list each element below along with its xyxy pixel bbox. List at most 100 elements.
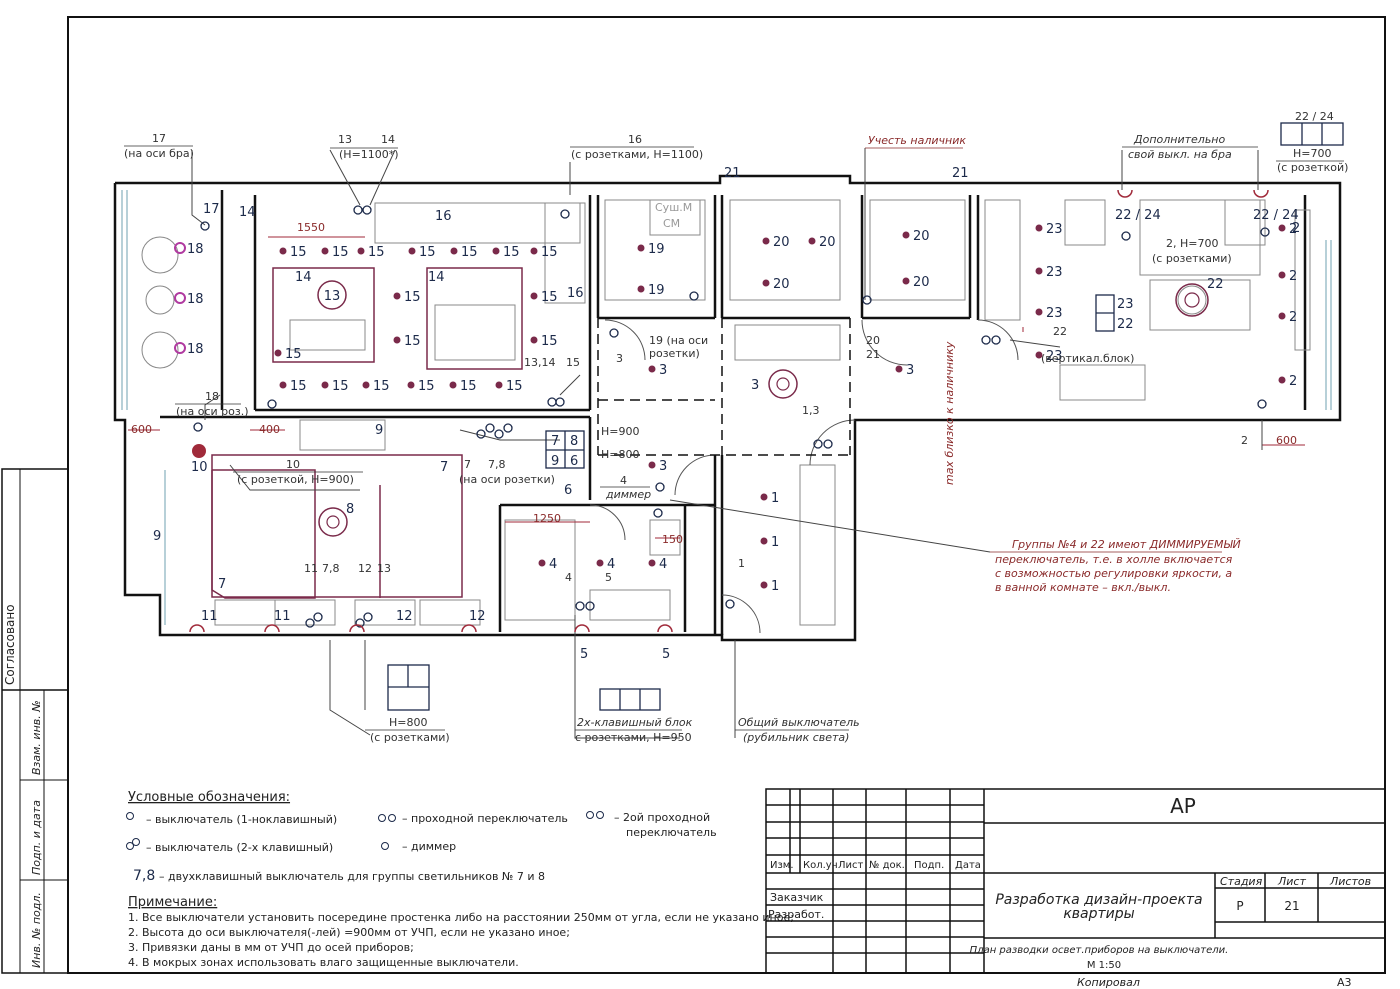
svg-text:7,8: 7,8	[488, 458, 506, 471]
svg-text:12: 12	[358, 562, 372, 575]
lamp-4: 4	[596, 557, 615, 572]
svg-text:600: 600	[131, 423, 152, 436]
plan-labels: 17 14 16 16 14 14 10 7 7 9 9 8 11 11 12 …	[153, 166, 1300, 662]
label-11-b: 11	[274, 609, 291, 624]
label-12-b: 12	[469, 609, 486, 624]
lamp-15: 15	[321, 245, 349, 260]
lamp-15: 15	[274, 347, 302, 362]
svg-text:13,14: 13,14	[524, 356, 556, 369]
side-sign-date: Подп. и дата	[30, 800, 43, 875]
lamp-1: 1	[760, 535, 779, 550]
label-9-b: 9	[375, 423, 383, 438]
svg-text:H=900: H=900	[601, 425, 639, 438]
svg-text:4: 4	[620, 474, 627, 487]
lamp-label: 18	[187, 292, 204, 307]
side-stamp: Согласовано Взам. инв. № Подп. и дата Ин…	[1, 468, 69, 974]
lamp-label: 2	[1289, 374, 1297, 389]
lamp-label: 20	[773, 235, 790, 250]
dimension-lines	[128, 236, 1305, 539]
svg-text:7,8: 7,8	[322, 562, 340, 575]
svg-text:22: 22	[1117, 317, 1134, 332]
lamp-label: 15	[419, 245, 436, 260]
lamp-18: 18	[174, 292, 204, 307]
central-lamps: 13	[192, 280, 1209, 537]
svg-text:1: 1	[738, 557, 745, 570]
furniture	[141, 199, 1311, 626]
side-inv-vzam: Взам. инв. №	[30, 700, 43, 775]
lamp-22-ring	[1175, 283, 1209, 317]
svg-text:7: 7	[551, 434, 559, 449]
svg-text:свой выкл. на бра: свой выкл. на бра	[1128, 148, 1232, 161]
legend-dbl-num: 7,8	[133, 868, 155, 884]
svg-text:в ванной комнате – вкл./выкл.: в ванной комнате – вкл./выкл.	[995, 581, 1171, 594]
lamp-20: 20	[762, 277, 790, 292]
note-3: 3. Привязки даны в мм от УЧП до осей при…	[128, 941, 414, 954]
lamp-23: 23	[1035, 222, 1063, 237]
svg-text:(с розеткой): (с розеткой)	[1277, 161, 1348, 174]
label-24-a: 22 / 24	[1115, 208, 1161, 223]
lamp-18: 18	[174, 242, 204, 257]
stamp-scale: М 1:50	[1087, 960, 1121, 971]
label-7-a: 7	[440, 460, 448, 475]
svg-text:Лист: Лист	[838, 860, 864, 871]
label-5-a: 5	[580, 647, 588, 662]
side-agreed: Согласовано	[3, 604, 17, 685]
note-2: 2. Высота до оси выключателя(-лей) =900м…	[128, 926, 570, 939]
lamp-15: 15	[279, 245, 307, 260]
svg-text:17: 17	[152, 132, 166, 145]
svg-text:с розетками, H=950: с розетками, H=950	[575, 731, 692, 744]
lamp-8-ring	[318, 507, 348, 537]
label-10: 10	[191, 460, 208, 475]
lamp-20: 20	[902, 229, 930, 244]
lamp-label: 20	[773, 277, 790, 292]
lamp-label: 15	[373, 379, 390, 394]
lamp-15: 15	[362, 379, 390, 394]
svg-text:(вертикал.блок): (вертикал.блок)	[1041, 352, 1134, 365]
lamp-15: 15	[408, 245, 436, 260]
svg-text:H=800: H=800	[601, 448, 639, 461]
lamp-label: 3	[906, 363, 914, 378]
svg-text:(на оси роз.): (на оси роз.)	[176, 405, 249, 418]
lamp-label: 15	[368, 245, 385, 260]
label-24-b: 22 / 24	[1253, 208, 1299, 223]
svg-text:9: 9	[551, 454, 559, 469]
svg-text:2х-клавишный блок: 2х-клавишный блок	[577, 716, 693, 729]
lamp-label: 15	[418, 379, 435, 394]
label-14-c: 14	[428, 270, 445, 285]
lamp-19: 19	[637, 283, 665, 298]
label-3: 3	[751, 378, 759, 393]
stamp-code: АР	[1170, 794, 1196, 818]
svg-text:15: 15	[566, 356, 580, 369]
lamp-label: 23	[1046, 306, 1063, 321]
lamp-label: 18	[187, 342, 204, 357]
lamp-15: 15	[357, 245, 385, 260]
svg-text:2, H=700: 2, H=700	[1166, 237, 1218, 250]
stamp-customer: Заказчик	[770, 891, 824, 904]
svg-text:1,3: 1,3	[802, 404, 820, 417]
svg-text:18: 18	[205, 390, 219, 403]
lamp-label: 15	[285, 347, 302, 362]
svg-text:max близко к наличнику: max близко к наличнику	[943, 341, 956, 485]
lamp-label: 2	[1289, 222, 1297, 237]
label-6: 6	[564, 483, 572, 498]
lamp-4: 4	[538, 557, 557, 572]
lamp-23: 23	[1035, 349, 1063, 364]
lamp-10-marker	[192, 444, 206, 458]
lamp-20: 20	[808, 235, 836, 250]
stamp-copied: Копировал	[1077, 976, 1140, 989]
stamp-title1: Разработка дизайн-проекта	[995, 892, 1202, 908]
svg-text:(с розетками, H=1100): (с розетками, H=1100)	[571, 148, 703, 161]
svg-text:11: 11	[304, 562, 318, 575]
svg-text:6: 6	[570, 454, 578, 469]
svg-text:8: 8	[570, 434, 578, 449]
lamp-18: 18	[174, 342, 204, 357]
svg-text:Группы №4 и 22 имеют ДИММИРУЕМ: Группы №4 и 22 имеют ДИММИРУЕМЫЙ	[1012, 538, 1241, 551]
lamp-15: 15	[530, 334, 558, 349]
svg-text:розетки): розетки)	[649, 347, 700, 360]
lamp-15: 15	[279, 379, 307, 394]
label-11-a: 11	[201, 609, 218, 624]
lamp-15: 15	[407, 379, 435, 394]
legend-pass: – проходной переключатель	[402, 812, 568, 825]
dimmer-note: Группы №4 и 22 имеют ДИММИРУЕМЫЙ переклю…	[990, 538, 1241, 594]
